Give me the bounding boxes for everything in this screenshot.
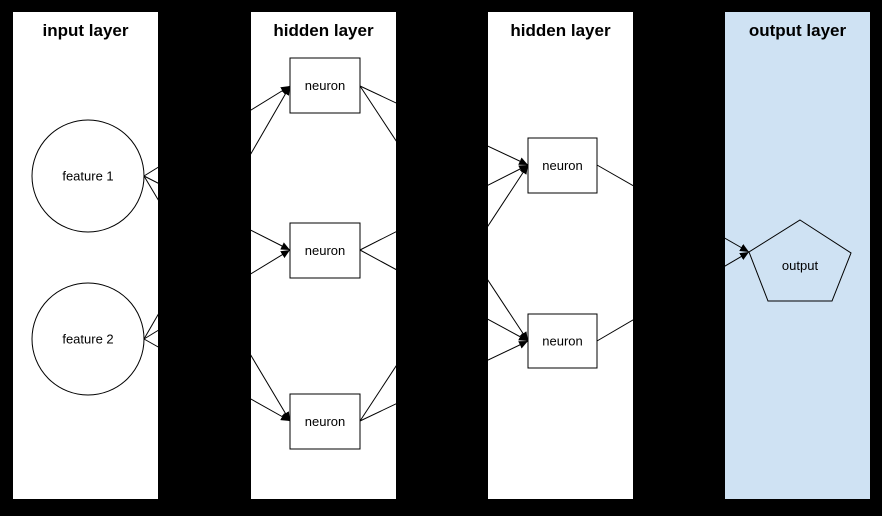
panel-title-hidden1: hidden layer [273, 21, 374, 40]
node-h1n2-shape [289, 222, 361, 279]
node-h2n1: neuron [527, 137, 598, 194]
node-feature1-shape [31, 119, 145, 233]
edge-feature1-h1n1 [143, 85, 291, 177]
edge-h2n2-out [596, 251, 750, 342]
node-label-h2n2: neuron [542, 334, 582, 349]
node-label-h1n1: neuron [305, 78, 345, 93]
node-label-feature2: feature 2 [62, 332, 113, 347]
node-h1n3: neuron [289, 393, 361, 450]
edge-feature2-h1n3 [143, 338, 291, 422]
edge-feature2-h1n1 [143, 85, 291, 340]
node-h1n3-shape [289, 393, 361, 450]
node-feature2: feature 2 [31, 282, 145, 396]
edge-feature1-h1n3 [143, 175, 291, 422]
panel-hidden2: hidden layer [488, 12, 633, 499]
edge-h1n3-h2n2 [359, 340, 529, 422]
node-label-h2n1: neuron [542, 158, 582, 173]
node-out-shape [748, 219, 852, 302]
node-label-h1n3: neuron [305, 414, 345, 429]
edge-feature2-h1n2 [143, 249, 291, 340]
edge-h1n2-h2n1 [359, 164, 529, 251]
panel-title-hidden2: hidden layer [510, 21, 611, 40]
panel-input: input layer [13, 12, 158, 499]
edge-h1n1-h2n2 [359, 85, 529, 342]
node-h2n2: neuron [527, 313, 598, 369]
node-out: output [748, 219, 852, 302]
node-h1n1-shape [289, 57, 361, 114]
node-h1n2: neuron [289, 222, 361, 279]
node-label-out: output [782, 258, 819, 273]
node-feature2-shape [31, 282, 145, 396]
edge-h1n3-h2n1 [359, 164, 529, 422]
panel-title-input: input layer [43, 21, 129, 40]
node-feature1: feature 1 [31, 119, 145, 233]
node-h2n1-shape [527, 137, 598, 194]
edge-h1n2-h2n2 [359, 249, 529, 342]
panel-title-output: output layer [749, 21, 847, 40]
panel-hidden2-bg [488, 12, 633, 499]
node-label-h1n2: neuron [305, 243, 345, 258]
edge-h2n1-out [596, 164, 750, 253]
node-label-feature1: feature 1 [62, 169, 113, 184]
edge-h1n1-h2n1 [359, 85, 529, 166]
node-h1n1: neuron [289, 57, 361, 114]
panel-input-bg [13, 12, 158, 499]
node-h2n2-shape [527, 313, 598, 369]
